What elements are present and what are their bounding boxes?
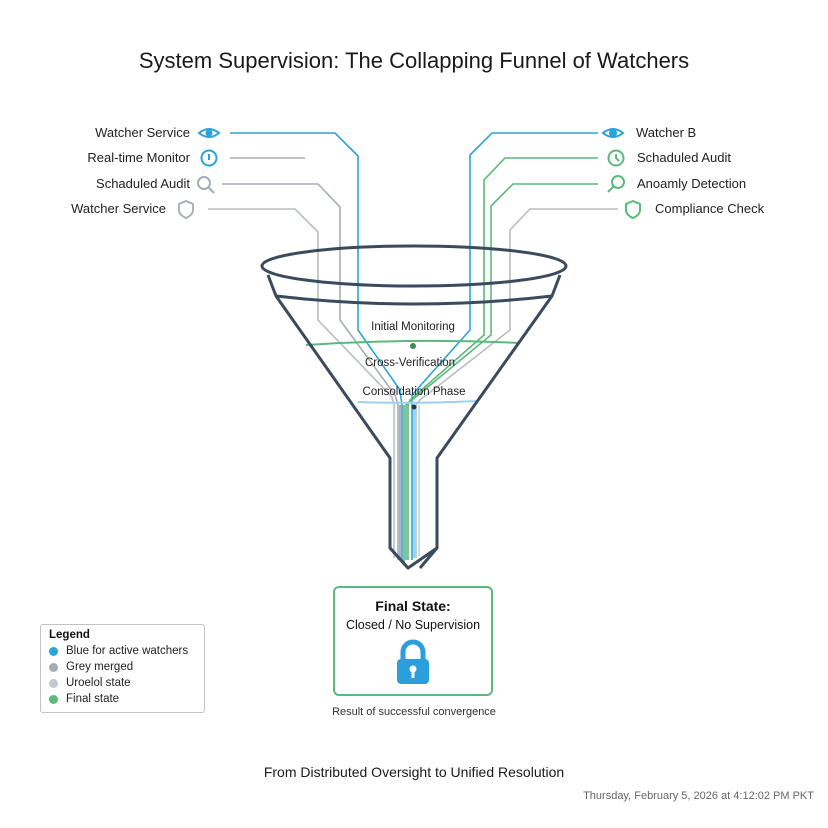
final-state-title: Final State: [375,598,451,614]
legend-swatch [49,694,58,704]
stage-arc-initial [305,339,521,346]
right-watcher-label: Watcher B [636,125,697,140]
legend-swatch [49,678,58,688]
connector-right-2 [407,157,598,560]
left-watcher-label: Schaduled Audit [96,176,190,191]
legend-item-label: Grey merged [66,661,134,673]
stage-label-consolidation: Consoldation Phase [362,386,466,398]
search-icon [607,175,625,193]
lock-icon [397,639,429,684]
legend-item: Blue for active watchers [49,643,196,659]
funnel-inner-rim [266,274,562,306]
legend-swatch [49,662,58,672]
legend-item-label: Blue for active watchers [66,645,189,657]
left-watcher-label: Watcher Service [71,201,166,216]
right-watcher-label: Schaduled Audit [637,150,731,165]
left-watcher-label: Watcher Service [95,125,190,140]
connector-left-3 [222,183,399,560]
legend: Legend Blue for active watchers Grey mer… [40,624,205,713]
funnel-rim [260,244,568,288]
funnel-tip [388,546,438,570]
search-icon [197,176,215,194]
shield-icon [178,200,194,219]
funnel-body-left [274,295,410,570]
legend-title: Legend [49,629,90,641]
stage-node-initial [410,343,416,349]
legend-item: Uroelol state [49,675,196,691]
eye-icon [197,128,221,138]
legend-swatch [49,646,58,656]
clock-icon [607,149,625,167]
final-state-subtitle: Closed / No Supervision [345,618,481,632]
connector-left-1 [230,132,403,560]
right-watcher-label: Compliance Check [655,201,765,216]
shield-icon [625,199,641,220]
legend-item: Grey merged [49,659,196,675]
stage-label-initial-monitoring: Initial Monitoring [371,321,455,333]
clock-alert-icon [200,149,218,167]
connector-right-3 [405,183,598,560]
legend-item-label: Uroelol state [66,677,131,689]
funnel-body-right [418,295,554,569]
footer-caption: From Distributed Oversight to Unified Re… [263,764,565,780]
connector-right-4 [415,208,618,558]
final-state-box: Final State: Closed / No Supervision [333,586,493,696]
stage-arc-consolidation [357,400,479,404]
eye-icon [601,128,625,138]
connector-right-1 [411,132,598,560]
final-state-caption: Result of successful convergence [332,706,496,718]
diagram-title: System Supervision: The Collapping Funne… [138,48,690,73]
stage-label-cross-verification: Cross-Verification [364,357,456,369]
stage-node-consolidation [411,404,417,410]
legend-item-label: Final state [66,693,120,705]
connector-left-4 [208,208,395,558]
left-watcher-label: Real-time Monitor [87,150,190,165]
right-watcher-label: Anoamly Detection [637,176,747,191]
timestamp: Thursday, February 5, 2026 at 4:12:02 PM… [583,790,814,802]
legend-item: Final state [49,691,196,707]
